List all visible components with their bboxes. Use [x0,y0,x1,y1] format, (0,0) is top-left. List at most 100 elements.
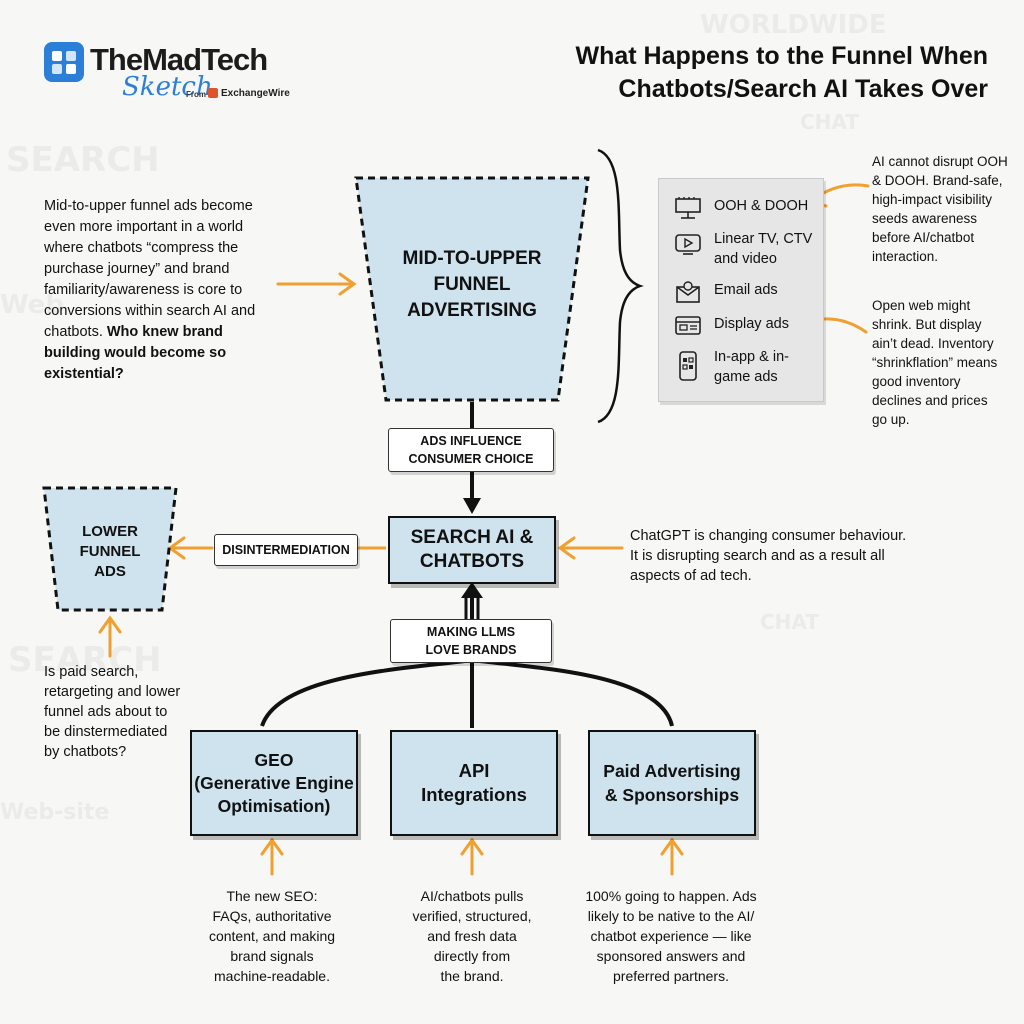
arrow-up-to-geo [260,837,284,876]
brand-subname: Sketch [122,72,213,102]
up-arrow-head [461,582,483,598]
note-line: the brand. [440,968,504,984]
note-line: chatbot experience — like [590,928,752,944]
funnel-label-line: MID-TO-UPPER [402,248,542,269]
note-line: Mid-to-upper funnel ads become [44,198,253,214]
note-line: ChatGPT is changing consumer behaviour. [630,528,907,544]
box-line: Paid Advertising [603,761,741,781]
box-line: & Sponsorships [604,785,740,805]
brand-from: From [186,90,206,99]
channel-label: Email ads [714,282,778,298]
note-line: directly from [433,948,511,964]
partner-name: ExchangeWire [221,88,290,99]
display-ad-icon [675,313,701,339]
billboard-icon [675,195,701,221]
branch-line-paid [471,658,674,727]
box-line: (Generative Engine [194,772,354,793]
disintermediation-tag: DISINTERMEDIATION [214,534,358,566]
search-ai-box: SEARCH AI & CHATBOTS [388,516,556,584]
right-note-display: Open web might shrink. But display ain’t… [872,296,1022,429]
arrow-to-lower-funnel [167,536,214,560]
note-line: high-impact visibility [872,192,993,207]
branch-line-geo [260,658,473,727]
note-line: conversions within search AI and [44,303,256,319]
api-note: AI/chatbots pulls verified, structured, … [392,886,552,986]
paid-advertising-box: Paid Advertising & Sponsorships [588,730,756,836]
channel-label: Linear TV, CTV and video [714,231,813,267]
note-line: building would become so [44,345,227,361]
brand-logo: TheMadTech Sketch From ExchangeWire [44,42,294,112]
note-line: where chatbots “compress the [44,240,239,256]
note-line: Is paid search, [44,664,139,680]
note-line: good inventory [872,374,961,389]
box-line: SEARCH AI & [410,527,534,548]
note-line: machine-readable. [214,968,330,984]
title-line: Chatbots/Search AI Takes Over [618,75,988,103]
curly-brace [597,148,644,424]
note-line: by chatbots? [44,744,127,760]
logo-mark-icon [44,42,84,82]
brand-name: TheMadTech [90,42,268,77]
note-line: shrink. But display [872,317,982,332]
arrow-to-search-ai [557,536,624,560]
arrow-up-to-api [460,837,484,876]
note-line: & DOOH. Brand-safe, [872,173,1003,188]
note-bold-text: Who knew brand [106,324,223,340]
making-llms-tag: MAKING LLMS LOVE BRANDS [390,619,552,663]
note-line: Open web might [872,298,971,313]
funnel-label-line: FUNNEL [79,543,141,560]
note-line: aspects of ad tech. [630,568,752,584]
right-note-ooh: AI cannot disrupt OOH & DOOH. Brand-safe… [872,152,1022,266]
box-line: CHATBOTS [419,551,525,572]
note-line: 100% going to happen. Ads [585,888,757,904]
channel-label: In-app & in-game ads [714,349,789,385]
funnel-label-line: FUNNEL [433,274,511,295]
partner-mark-icon [208,88,218,98]
page-title: What Happens to the Funnel When Chatbots… [576,40,988,106]
note-line: seeds awareness [872,211,978,226]
tag-line: LOVE BRANDS [425,643,517,657]
search-ai-note: ChatGPT is changing consumer behaviour. … [630,526,930,586]
note-line: verified, structured, [412,908,532,924]
box-line: Integrations [421,784,527,805]
channels-panel: OOH & DOOH Linear TV, CTV and video Emai… [658,178,824,402]
tv-play-icon [675,231,701,257]
note-line: declines and prices [872,393,988,408]
note-line: AI/chatbots pulls [420,888,524,904]
title-line: What Happens to the Funnel When [575,42,988,70]
geo-box: GEO (Generative Engine Optimisation) [190,730,358,836]
paid-advertising-note: 100% going to happen. Ads likely to be n… [566,886,776,986]
funnel-label-line: ADVERTISING [407,300,537,321]
arrow-up-to-lower-funnel [98,615,122,658]
email-icon [675,279,701,305]
mobile-app-icon [675,351,701,381]
down-arrow-head [463,498,481,514]
mid-funnel-shape [354,176,590,402]
note-line: content, and making [208,928,336,944]
tag-line: ADS INFLUENCE [420,434,522,448]
note-line: brand signals [230,948,314,964]
funnel-label-line: LOWER [82,523,138,540]
note-line: “shrinkflation” means [872,355,998,370]
note-line: funnel ads about to [44,704,168,720]
note-line: chatbots. Who knew brand [44,322,274,343]
note-line: before AI/chatbot [872,230,975,245]
box-line: API [458,760,490,781]
note-line: purchase journey” and brand [44,261,230,277]
channel-label: OOH & DOOH [714,198,809,214]
note-line: sponsored answers and [596,948,746,964]
tag-line: MAKING LLMS [426,625,516,639]
note-line: likely to be native to the AI/ [587,908,755,924]
note-line: The new SEO: [226,888,318,904]
note-line: AI cannot disrupt OOH [872,154,1008,169]
note-line: familiarity/awareness is core to [44,282,243,298]
funnel-label-line: ADS [94,563,126,580]
geo-note: The new SEO: FAQs, authoritative content… [192,886,352,986]
box-line: GEO [254,749,294,770]
tag-line: CONSUMER CHOICE [408,452,534,466]
note-line: It is disrupting search and as a result … [630,548,885,564]
channel-label: Display ads [714,316,789,332]
ads-influence-tag: ADS INFLUENCE CONSUMER CHOICE [388,428,554,472]
arrow-left-note-to-funnel [276,272,357,296]
